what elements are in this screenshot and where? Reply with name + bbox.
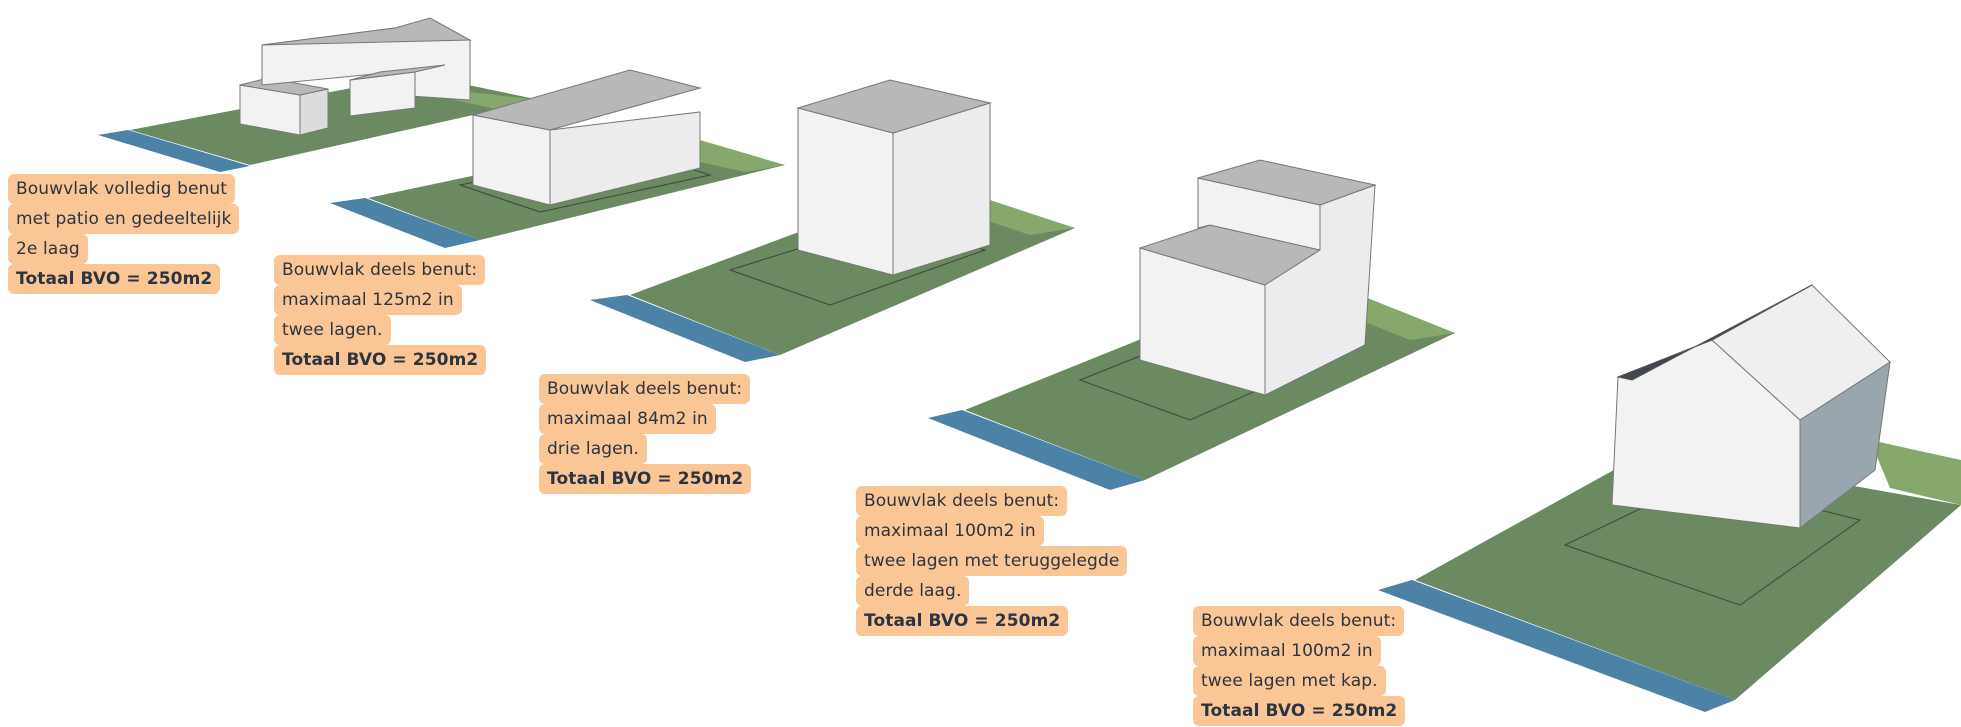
callout-total: Totaal BVO = 250m2 — [539, 464, 752, 494]
callout-total: Totaal BVO = 250m2 — [856, 606, 1069, 636]
plot-4 — [928, 159, 1455, 490]
plot-5-street — [1378, 580, 1735, 712]
plot-4-street — [928, 410, 1145, 490]
plot-3-ground-edge — [985, 200, 1075, 235]
plot-1 — [98, 17, 540, 172]
plot-5-ground-edge — [1870, 440, 1961, 505]
callout-line: drie lagen. — [539, 434, 648, 464]
callout-line: maximaal 125m2 in — [274, 285, 462, 315]
plot-2 — [330, 69, 785, 248]
callout-line: maximaal 100m2 in — [1193, 636, 1381, 666]
plot-3 — [590, 79, 1075, 362]
callout-line: met patio en gedeeltelijk — [8, 204, 240, 234]
callout-line: twee lagen. — [274, 315, 391, 345]
plot-5 — [1378, 284, 1961, 712]
callout-line: Bouwvlak deels benut: — [274, 255, 486, 285]
callout-total: Totaal BVO = 250m2 — [274, 345, 487, 375]
plot-1-wing-left-side — [299, 88, 329, 136]
plot-5-roof-dark — [1616, 284, 1813, 381]
callout-option-3: Bouwvlak deels benut: maximaal 84m2 in d… — [539, 374, 752, 494]
plot-5-ground — [1415, 450, 1961, 700]
plot-3-street — [590, 295, 780, 362]
plot-1-street — [98, 130, 250, 172]
plot-4-tall-roof — [1197, 159, 1377, 206]
callout-option-2: Bouwvlak deels benut: maximaal 125m2 in … — [274, 255, 487, 375]
callout-option-1: Bouwvlak volledig benut met patio en ged… — [8, 174, 240, 294]
callout-line: maximaal 84m2 in — [539, 404, 716, 434]
callout-line: Bouwvlak deels benut: — [856, 486, 1068, 516]
callout-option-4: Bouwvlak deels benut: maximaal 100m2 in … — [856, 486, 1128, 636]
callout-line: Bouwvlak deels benut: — [1193, 606, 1405, 636]
plot-2-block-side — [549, 111, 701, 206]
callout-option-5: Bouwvlak deels benut: maximaal 100m2 in … — [1193, 606, 1406, 726]
plot-4-ground-edge — [1360, 295, 1455, 340]
callout-line: twee lagen met kap. — [1193, 666, 1386, 696]
callout-line: 2e laag — [8, 234, 88, 264]
callout-line: twee lagen met teruggelegde — [856, 546, 1128, 576]
plot-2-block-roof — [472, 69, 702, 131]
plot-1-ground-edge — [455, 92, 540, 110]
plot-1-main-roof — [261, 17, 472, 46]
plot-1-wing-right-roof — [349, 64, 446, 81]
callout-line: maximaal 100m2 in — [856, 516, 1044, 546]
callout-total: Totaal BVO = 250m2 — [1193, 696, 1406, 726]
callout-line: Bouwvlak deels benut: — [539, 374, 751, 404]
callout-line: derde laag. — [856, 576, 970, 606]
plot-2-ground-edge — [700, 140, 785, 172]
plot-3-block-front — [797, 107, 894, 276]
callout-line: Bouwvlak volledig benut — [8, 174, 236, 204]
plot-3-block-roof — [796, 79, 992, 134]
callout-total: Totaal BVO = 250m2 — [8, 264, 221, 294]
plot-2-street — [330, 198, 480, 248]
